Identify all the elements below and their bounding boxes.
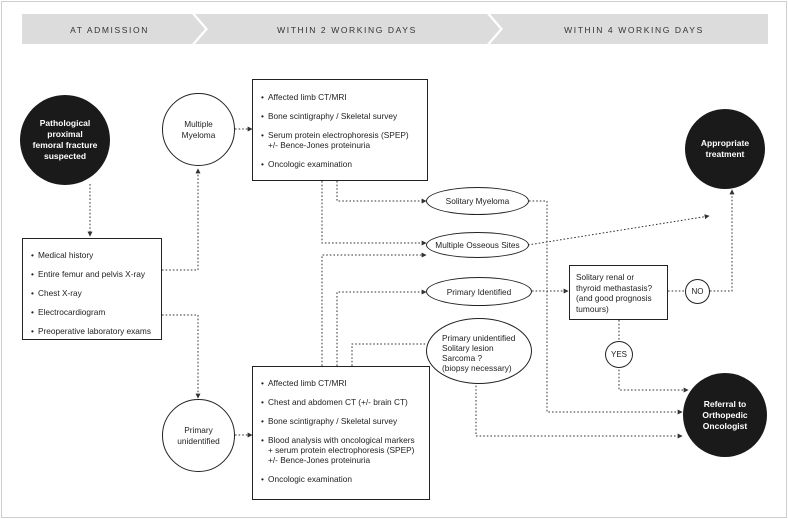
unidentified-workup-item: Chest and abdomen CT (+/- brain CT) [261, 397, 421, 407]
admission-item: Chest X-ray [31, 288, 153, 298]
header-step-4-days: WITHIN 4 WORKING DAYS [564, 25, 704, 35]
header-step-admission: AT ADMISSION [70, 25, 149, 35]
referral-oncologist-node: Referral to Orthopedic Oncologist [683, 373, 767, 457]
connector-solitary-to-referral [529, 200, 683, 415]
yes-decision-node: YES [605, 341, 633, 368]
no-decision-node: NO [685, 279, 710, 304]
header-segment-2-days [195, 14, 500, 44]
unidentified-workup-item: Bone scintigraphy / Skeletal survey [261, 416, 421, 426]
unidentified-workup-box: Affected limb CT/MRI Chest and abdomen C… [252, 366, 430, 500]
appropriate-treatment-node: Appropriate treatment [685, 109, 765, 189]
primary-unidentified-oval: Primary unidentified Solitary lesion Sar… [426, 318, 532, 384]
connector-unid-box-to-multiple-osseous [321, 252, 427, 366]
connector-unid-box-to-unid-oval [351, 343, 426, 366]
connector-no-to-treatment [710, 189, 735, 292]
connector-admission-to-unidentified [162, 314, 201, 399]
header-step-2-days: WITHIN 2 WORKING DAYS [277, 25, 417, 35]
admission-item: Entire femur and pelvis X-ray [31, 269, 153, 279]
connector-box-to-solitary-myeloma [336, 181, 427, 204]
unidentified-workup-item: Blood analysis with oncological markers … [261, 435, 421, 465]
admission-item: Electrocardiogram [31, 307, 153, 317]
header-segment-admission [22, 14, 205, 44]
connector-box-to-multiple-osseous [321, 181, 427, 246]
connector-admission-to-myeloma [162, 168, 201, 271]
unidentified-workup-item: Oncologic examination [261, 474, 421, 484]
unidentified-workup-item: Affected limb CT/MRI [261, 378, 421, 388]
solitary-metastasis-question-box: Solitary renal or thyroid methastasis? (… [569, 265, 668, 320]
connector-yes-to-referral [618, 366, 689, 393]
admission-exams-box: Medical history Entire femur and pelvis … [22, 238, 162, 340]
header-segment-4-days [490, 14, 768, 44]
myeloma-workup-item: Affected limb CT/MRI [261, 92, 419, 102]
primary-unidentified-node: Primary unidentified [162, 399, 235, 472]
admission-item: Medical history [31, 250, 153, 260]
start-node-suspected-fracture: Pathological proximal femoral fracture s… [20, 95, 110, 185]
myeloma-workup-item: Oncologic examination [261, 159, 419, 169]
myeloma-workup-box: Affected limb CT/MRI Bone scintigraphy /… [252, 79, 428, 181]
multiple-osseous-sites-oval: Multiple Osseous Sites [426, 232, 529, 258]
admission-item: Preoperative laboratory exams [31, 326, 153, 336]
timeline-header [22, 14, 768, 44]
solitary-myeloma-oval: Solitary Myeloma [426, 187, 529, 215]
connector-unid-box-to-primary-identified [336, 289, 427, 366]
multiple-myeloma-node: Multiple Myeloma [162, 93, 235, 166]
connector-unid-oval-to-referral [475, 382, 683, 439]
connector-osseous-to-treatment [527, 214, 710, 246]
myeloma-workup-item: Bone scintigraphy / Skeletal survey [261, 111, 419, 121]
primary-identified-oval: Primary Identified [426, 277, 532, 306]
myeloma-workup-item: Serum protein electrophoresis (SPEP) +/-… [261, 130, 419, 150]
